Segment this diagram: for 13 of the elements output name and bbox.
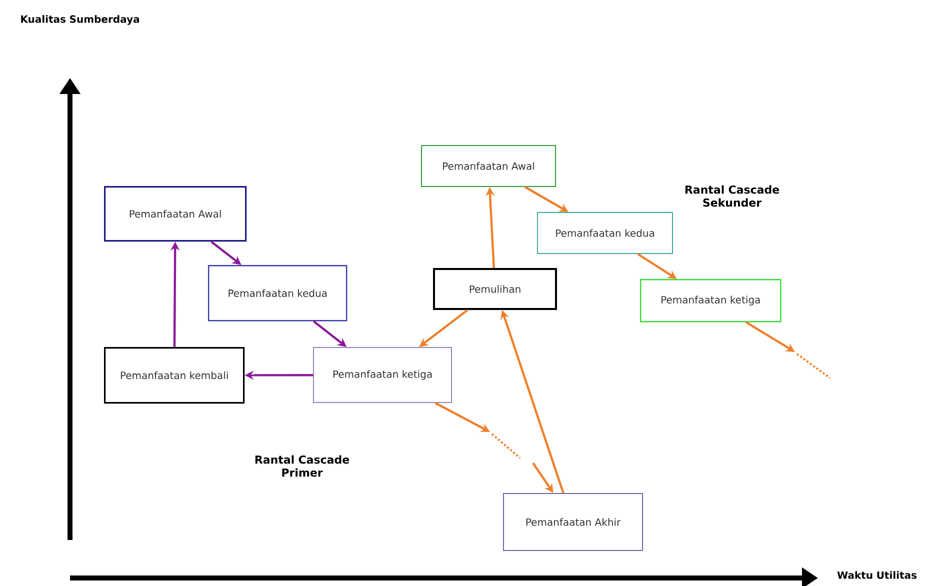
- process-box: Pemanfaatan kedua: [537, 212, 673, 254]
- process-box: Pemulihan: [433, 268, 557, 310]
- process-box: Pemanfaatan ketiga: [313, 347, 452, 403]
- axis-label: Kualitas Sumberdaya: [21, 15, 140, 25]
- process-box: Pemanfaatan ketiga: [640, 279, 782, 322]
- process-box: Pemanfaatan Akhir: [503, 493, 643, 551]
- chain-label: Rantal Cascade Sekunder: [685, 185, 780, 207]
- chain-label: Rantal Cascade Primer: [255, 455, 350, 477]
- process-box: Pemanfaatan kedua: [208, 265, 348, 322]
- process-box: Pemanfaatan Awal: [104, 186, 247, 242]
- axis-label: Waktu Utilitas: [837, 571, 917, 579]
- process-box: Pemanfaatan kembali: [104, 347, 245, 404]
- process-box: Pemanfaatan Awal: [421, 145, 556, 187]
